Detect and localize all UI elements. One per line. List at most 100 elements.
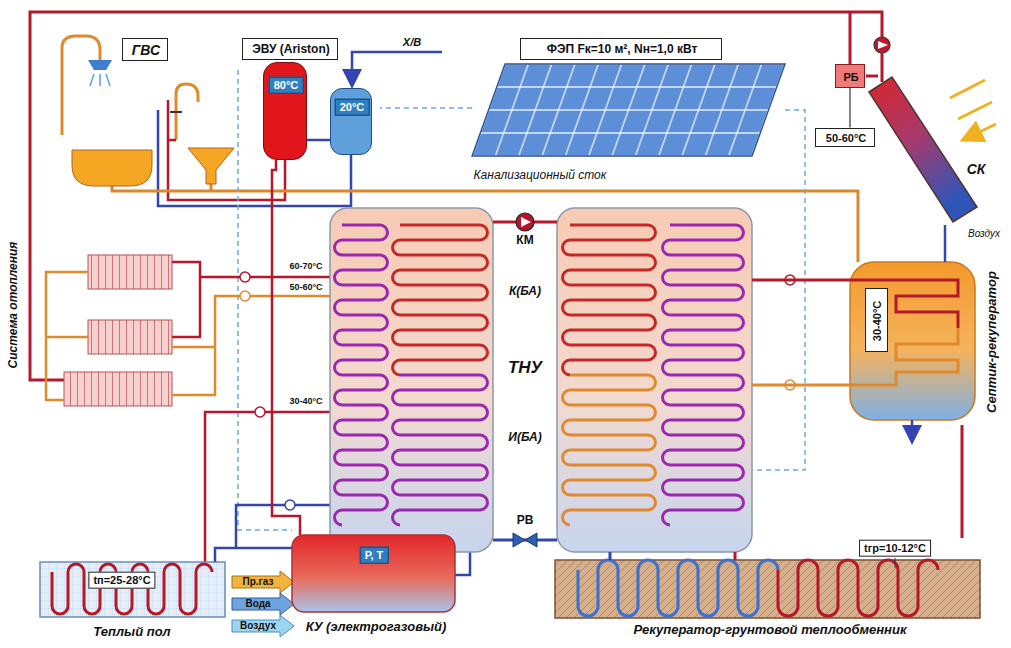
solar-collector-shape — [950, 80, 996, 139]
pump-symbol — [255, 407, 265, 417]
outer-supply-pipe — [866, 75, 878, 78]
node-text: КУ (электрогазовый) — [306, 620, 447, 635]
heating-pipe — [272, 160, 300, 535]
fuel-inlet-arrow — [232, 593, 294, 615]
node-text: 30-40°C — [871, 301, 884, 341]
ground-exchanger-shape — [555, 560, 980, 618]
label-text: Х/В — [403, 36, 421, 49]
node-text: ГВС — [132, 42, 160, 58]
control-wire — [752, 110, 805, 470]
node-text: Теплый пол — [93, 625, 170, 640]
fuel-inlet-arrow — [232, 571, 294, 637]
heat-pump-vessel — [557, 208, 752, 552]
septic-shape — [752, 280, 958, 328]
heating-pipe — [172, 262, 330, 337]
pump-symbol — [240, 291, 250, 301]
expansion-valve-symbol — [513, 533, 537, 547]
septic-shape — [850, 262, 975, 420]
label-box: ЭВУ (Ariston) — [242, 38, 338, 60]
outer-supply-pipe — [849, 12, 852, 64]
heat-pump-coil — [393, 375, 488, 525]
ground-exchanger-shape — [609, 552, 612, 560]
pipe-connector — [849, 88, 850, 128]
radiator — [64, 255, 172, 406]
control-wire — [380, 107, 472, 109]
heat-pump-coil — [393, 225, 488, 375]
node-text: tгр=10-12°C — [859, 540, 931, 557]
hot-water-fixtures — [62, 36, 100, 135]
heating-pipe — [455, 552, 470, 575]
compressor-symbol — [516, 213, 534, 231]
septic-shape — [752, 328, 958, 385]
node-text: Р, Т — [360, 547, 389, 564]
pipe-connector — [944, 225, 947, 262]
septic-tank: Септик-рекуператор 30-40°C — [848, 262, 1006, 425]
temperature-label: 50-60°C — [289, 282, 322, 292]
label-box: ФЭП Fк=10 м², Nн=1,0 кВт — [520, 38, 722, 60]
boiler-unit: Р, Т КУ (электрогазовый) — [292, 535, 460, 642]
label-text: Система отопления — [7, 242, 21, 369]
solar-collector-shape — [869, 77, 977, 222]
ground-exchanger-shape — [895, 558, 896, 568]
floor-heating: tп=25-28°C Теплый пол — [40, 562, 228, 642]
inlet-label: Вода — [245, 598, 270, 610]
node-text: ФЭП Fк=10 м², Nн=1,0 кВт — [547, 43, 698, 57]
expansion-tank: РБ — [835, 64, 865, 88]
pipe-connector — [215, 548, 292, 562]
compressor-symbol — [493, 213, 557, 231]
node-text: tп=25-28°C — [88, 572, 155, 589]
solar-panel — [472, 64, 785, 156]
boiler-shape — [292, 535, 455, 612]
circulation-pump — [874, 37, 890, 53]
inlet-label: Воздух — [240, 620, 276, 632]
node-text: 80°C — [269, 77, 304, 94]
floor-heating-shape — [52, 564, 212, 614]
node-text: Септик-рекуператор — [985, 271, 1000, 413]
node-text: РБ — [843, 71, 858, 84]
pump-symbol — [240, 272, 250, 282]
boiler-shape — [292, 535, 455, 612]
solar-panel — [472, 64, 785, 156]
ground-exchanger-shape — [778, 560, 938, 616]
temperature-label: 30-40°C — [289, 396, 322, 406]
part-name: ТНУ — [508, 358, 542, 378]
node-text: ЭВУ (Ariston) — [252, 43, 330, 57]
boiler-tank: 80°C — [263, 62, 307, 160]
heat-pump-coil — [563, 375, 656, 525]
cold-water-pipe — [352, 52, 442, 84]
compressor-symbol — [521, 217, 531, 227]
ground-exchanger-shape — [734, 552, 737, 560]
radiator — [88, 255, 172, 289]
water-tank: 20°C — [330, 88, 372, 155]
label-box: ГВС — [122, 38, 168, 61]
hot-water-fixtures — [90, 74, 110, 86]
hot-water-fixtures — [88, 60, 112, 70]
fuel-inlet-arrow — [232, 571, 294, 593]
pipe-connector — [307, 139, 330, 142]
radiator — [64, 372, 172, 406]
inlet-label: Пр.газ — [243, 576, 274, 588]
circulation-pump — [874, 37, 890, 53]
node-text: СК — [967, 161, 986, 177]
ground-exchanger: tгр=10-12°CРекуператор-грунтовой теплооб… — [555, 538, 985, 642]
hot-water-fixtures — [72, 150, 152, 186]
label-text: Воздух — [968, 228, 1000, 240]
heat-pump-coil — [663, 225, 744, 525]
label-text: Канализационный сток — [474, 169, 607, 183]
pipe-connector — [961, 425, 964, 538]
part-name: И(БА) — [508, 431, 541, 445]
part-name: КМ — [516, 234, 533, 248]
pump-symbol — [285, 500, 295, 510]
radiator — [88, 320, 172, 354]
temperature-label: 60-70°C — [289, 261, 322, 271]
ground-exchanger-shape — [555, 552, 980, 618]
part-name: РВ — [517, 514, 534, 528]
septic-shape — [752, 262, 975, 440]
septic-shape — [911, 420, 914, 440]
temperature-box: 50-60°C — [815, 128, 875, 147]
hot-water-fixtures — [168, 139, 176, 142]
fuel-inlet-arrow — [232, 615, 294, 637]
node-text: 20°C — [335, 99, 370, 116]
